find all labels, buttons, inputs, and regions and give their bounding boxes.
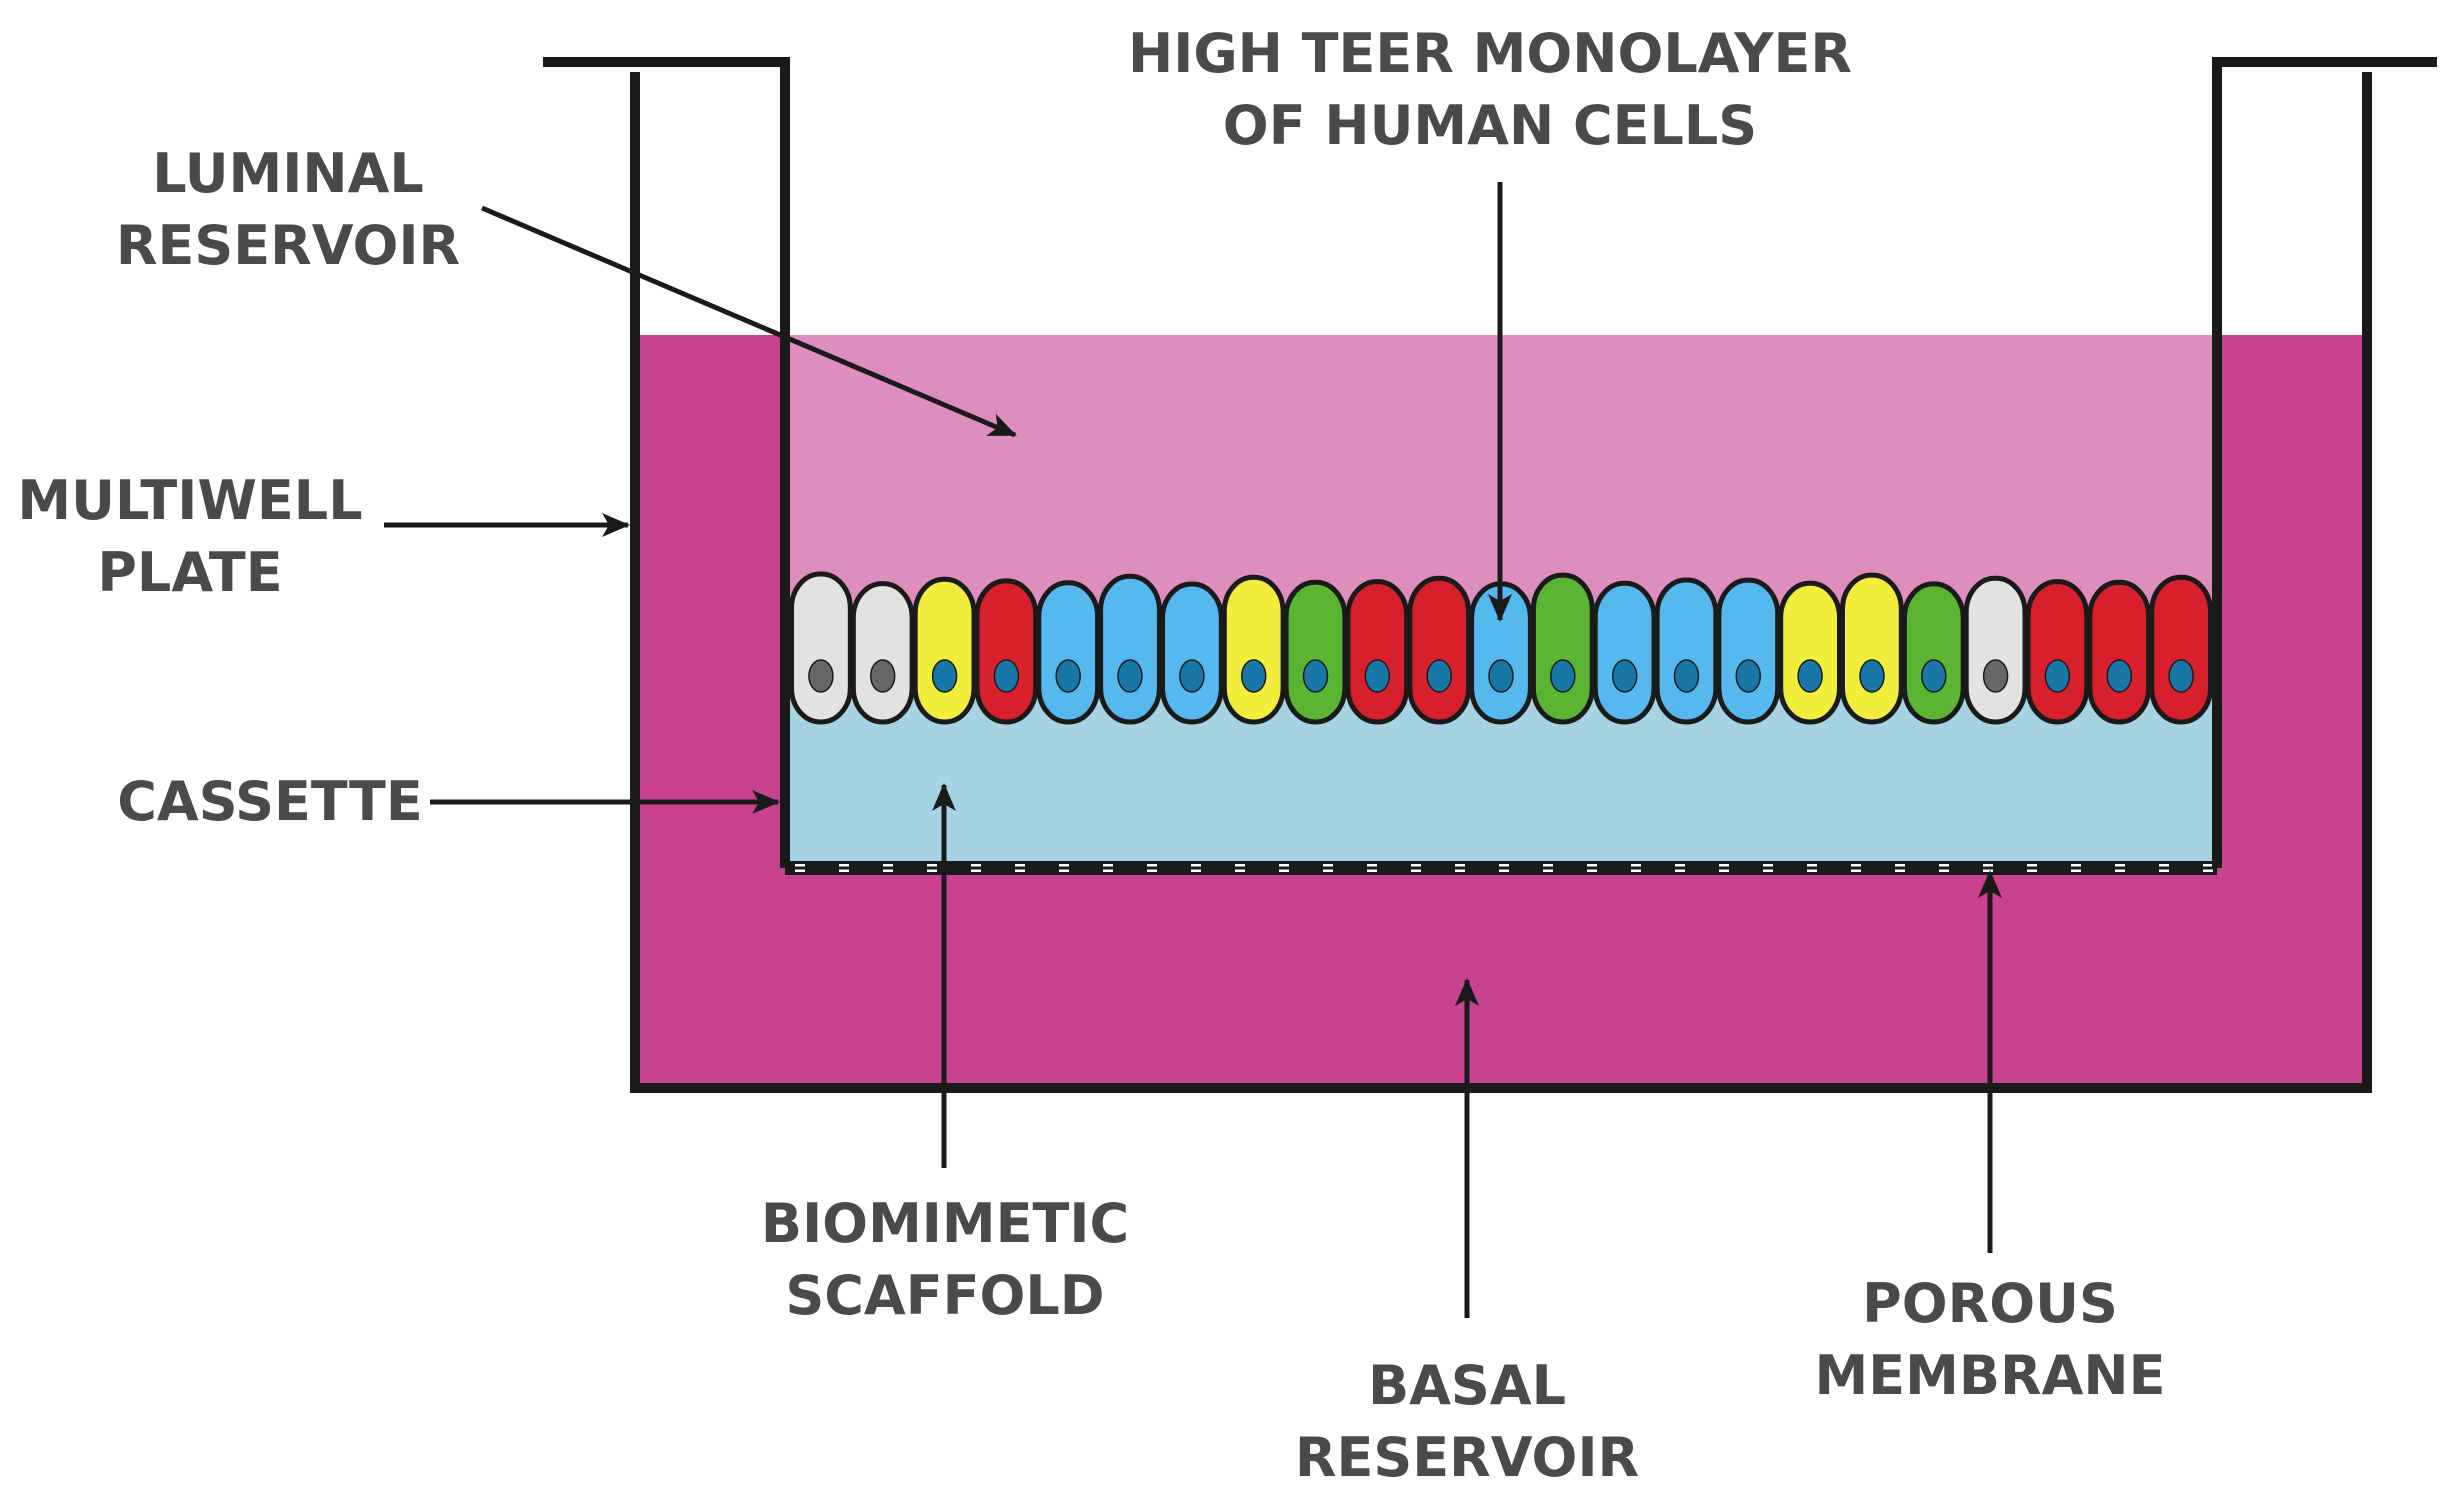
label-line: RESERVOIR xyxy=(115,214,461,277)
cell-nucleus xyxy=(808,659,834,693)
cell-yellow xyxy=(912,576,977,725)
cell-nucleus xyxy=(2106,659,2133,693)
cell-nucleus xyxy=(1921,659,1947,693)
cell-nucleus xyxy=(993,659,1020,693)
cell-nucleus xyxy=(1673,659,1700,693)
label-line: OF HUMAN CELLS xyxy=(1222,94,1758,157)
label-line: SCAFFOLD xyxy=(785,1264,1105,1327)
cell-nucleus xyxy=(1797,659,1823,693)
arrow-luminal-reservoir xyxy=(481,205,1017,438)
label-line: MULTIWELL xyxy=(17,469,363,532)
cell-nucleus xyxy=(1364,659,1391,693)
cassette-right-wall xyxy=(2212,57,2437,868)
multiwell-plate-outline xyxy=(630,72,2372,1093)
cell-blue xyxy=(1716,577,1781,725)
label-multiwell-plate: MULTIWELL PLATE xyxy=(10,465,370,609)
cell-nucleus xyxy=(1117,659,1143,693)
cell-nucleus xyxy=(1240,659,1267,693)
cell-white xyxy=(1963,575,2028,725)
cell-nucleus xyxy=(1982,659,2009,693)
label-luminal-reservoir: LUMINAL RESERVOIR xyxy=(108,138,468,282)
label-line: BASAL xyxy=(1367,1354,1567,1417)
cell-green xyxy=(1283,579,1348,725)
cell-green xyxy=(1530,572,1595,725)
label-basal-reservoir: BASAL RESERVOIR xyxy=(1267,1350,1667,1494)
cell-white xyxy=(850,581,915,725)
label-line: PLATE xyxy=(97,541,283,604)
cell-red xyxy=(2025,579,2090,725)
cell-yellow xyxy=(1778,580,1842,725)
cell-blue xyxy=(1592,580,1657,725)
cell-yellow xyxy=(1221,574,1286,725)
cell-red xyxy=(2149,574,2213,725)
label-monolayer: HIGH TEER MONOLAYER OF HUMAN CELLS xyxy=(1070,18,1910,162)
cell-red xyxy=(974,578,1039,725)
label-line: LUMINAL xyxy=(152,142,424,205)
cell-red xyxy=(1345,579,1410,725)
cell-red xyxy=(2087,579,2152,725)
cell-nucleus xyxy=(2044,659,2071,693)
cell-white xyxy=(789,571,853,725)
label-line: RESERVOIR xyxy=(1294,1426,1640,1489)
cell-nucleus xyxy=(1550,659,1576,693)
cell-blue xyxy=(1036,580,1101,725)
cell-nucleus xyxy=(931,659,958,693)
cell-nucleus xyxy=(1735,659,1762,693)
cell-monolayer xyxy=(789,571,2213,725)
cell-blue xyxy=(1098,573,1162,725)
label-cassette: CASSETTE xyxy=(90,766,450,838)
cell-nucleus xyxy=(2168,659,2194,693)
label-line: CASSETTE xyxy=(117,770,423,833)
cell-nucleus xyxy=(869,659,896,693)
cell-nucleus xyxy=(1055,659,1081,693)
cell-blue xyxy=(1160,581,1224,725)
cell-nucleus xyxy=(1426,659,1452,693)
cell-red xyxy=(1407,575,1472,725)
cell-green xyxy=(1901,581,1966,725)
cassette-left-wall xyxy=(543,57,790,868)
cell-nucleus xyxy=(1488,659,1514,693)
label-line: HIGH TEER MONOLAYER xyxy=(1128,22,1852,85)
cell-blue xyxy=(1654,577,1719,725)
label-line: POROUS xyxy=(1862,1272,2118,1335)
cell-nucleus xyxy=(1859,659,1885,693)
cell-nucleus xyxy=(1611,659,1638,693)
cell-yellow xyxy=(1840,572,1904,725)
cell-nucleus xyxy=(1302,659,1329,693)
label-porous-membrane: POROUS MEMBRANE xyxy=(1790,1268,2190,1412)
cell-nucleus xyxy=(1179,659,1205,693)
label-line: MEMBRANE xyxy=(1814,1344,2166,1407)
label-line: BIOMIMETIC xyxy=(760,1192,1130,1255)
label-biomimetic-scaffold: BIOMIMETIC SCAFFOLD xyxy=(745,1188,1145,1332)
